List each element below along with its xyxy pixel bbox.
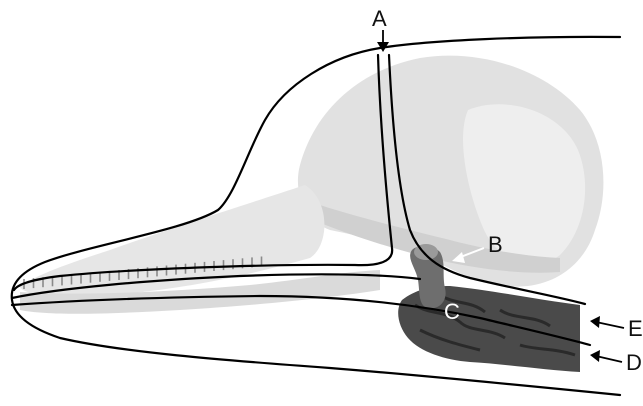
arrow-d-line	[596, 356, 622, 362]
arrow-e-head	[590, 316, 600, 328]
label-d: D	[626, 350, 642, 375]
label-c: C	[444, 299, 460, 324]
label-e: E	[628, 316, 643, 341]
label-b: B	[488, 232, 503, 257]
label-a: A	[372, 6, 387, 31]
arrow-d-head	[590, 350, 600, 362]
arrow-e-line	[596, 322, 624, 328]
